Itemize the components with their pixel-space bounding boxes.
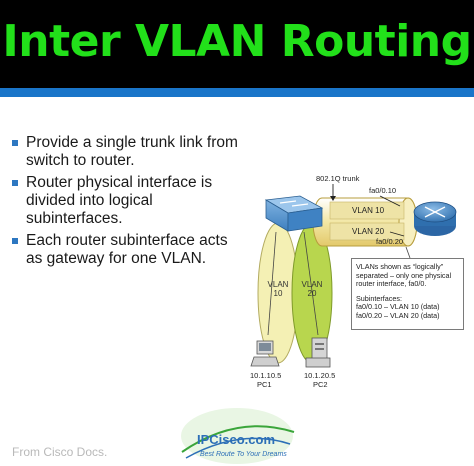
bullet-item: Each router subinterface acts as gateway… xyxy=(12,232,244,268)
logo-tagline: Best Route To Your Dreams xyxy=(200,451,287,458)
bullet-text: Router physical interface is divided int… xyxy=(26,174,213,227)
bullet-item: Provide a single trunk link from switch … xyxy=(12,134,244,170)
pc1-ip: 10.1.10.5 xyxy=(250,371,282,380)
source-note: From Cisco Docs. xyxy=(12,445,108,459)
switch-side xyxy=(287,207,323,232)
trunk-label: 802.1Q trunk xyxy=(316,174,360,183)
bullet-text: Provide a single trunk link from switch … xyxy=(26,134,238,169)
page-title: Inter VLAN Routing xyxy=(2,16,472,67)
pc2-link xyxy=(303,231,319,336)
pc1-name: PC1 xyxy=(257,380,272,389)
note-line: fa0/0.10 – VLAN 10 (data) xyxy=(356,302,440,312)
bullet-square-icon xyxy=(12,238,18,244)
sub-bottom-arrow xyxy=(389,231,405,237)
vlan10-lane xyxy=(329,201,405,220)
note-line: separated – only one physical xyxy=(356,270,452,280)
pc1-computer-icon xyxy=(250,340,280,367)
subinterface-top-label: fa0/0.10 xyxy=(369,186,397,195)
note-pointer xyxy=(405,246,411,259)
bullet-square-icon xyxy=(12,180,18,186)
switch-arrows-icon xyxy=(279,200,309,207)
note-line: Subinterfaces: xyxy=(356,293,402,303)
note-box: VLANs shown as “logically” separated – o… xyxy=(351,258,464,330)
pipe-vlan20-label: VLAN 20 xyxy=(352,227,385,236)
header-bar: Inter VLAN Routing xyxy=(0,0,474,90)
trunk-arrow-head xyxy=(330,196,336,201)
sub-top-arrow xyxy=(379,195,401,207)
subinterface-bottom-label: fa0/0.20 xyxy=(376,237,404,246)
vlan20-lane xyxy=(329,222,405,241)
pc2-computer-icon xyxy=(305,337,331,368)
logo-text: IPCisco.com xyxy=(197,432,276,447)
note-line: router interface, fa0/0. xyxy=(356,279,427,289)
pc2-name: PC2 xyxy=(313,380,328,389)
router-arrows-icon xyxy=(424,206,446,218)
pc2-ip: 10.1.20.5 xyxy=(304,371,336,380)
bullet-list: Provide a single trunk link from switch … xyxy=(12,134,244,272)
note-line: fa0/0.20 – VLAN 20 (data) xyxy=(356,310,440,320)
bullet-item: Router physical interface is divided int… xyxy=(12,174,244,228)
bullet-square-icon xyxy=(12,140,18,146)
header-divider xyxy=(0,88,474,97)
ipcisco-logo-icon xyxy=(181,408,295,464)
pc1-link xyxy=(267,231,277,336)
note-line: VLANs shown as “logically” xyxy=(356,262,444,271)
bullet-text: Each router subinterface acts as gateway… xyxy=(26,232,228,267)
pipe-vlan10-label: VLAN 10 xyxy=(352,206,385,215)
